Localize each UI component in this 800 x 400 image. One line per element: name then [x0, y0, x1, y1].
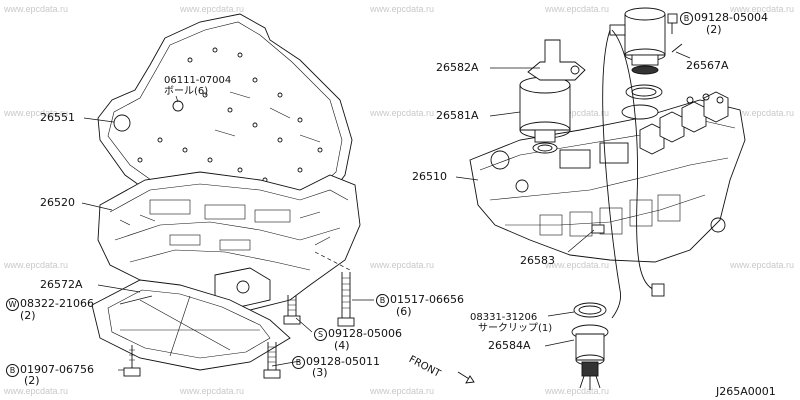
bolt-mark: B: [376, 294, 389, 307]
watermark: www.epcdata.ru: [370, 108, 435, 118]
label-26582A: 26582A: [436, 61, 479, 74]
label-26581A: 26581A: [436, 109, 479, 122]
bolt-mark: B: [6, 364, 19, 377]
bolt-09128-05004: [667, 13, 678, 34]
bolt-mark: B: [680, 12, 693, 25]
watermark: www.epcdata.ru: [370, 4, 435, 14]
label-26583: 26583: [520, 254, 555, 267]
watermark: www.epcdata.ru: [545, 4, 610, 14]
label-09128-05004-qty: (2): [706, 23, 722, 36]
watermark: www.epcdata.ru: [4, 260, 69, 270]
valve-body-26510: [469, 91, 746, 263]
label-26520: 26520: [40, 196, 75, 209]
label-26572A: 26572A: [40, 278, 83, 291]
watermark: www.epcdata.ru: [180, 386, 245, 396]
bolt-mark: B: [292, 356, 305, 369]
label-08322-qty: (2): [20, 309, 36, 322]
solenoid-26581A: [519, 76, 571, 154]
watermark: www.epcdata.ru: [730, 260, 795, 270]
watermark: www.epcdata.ru: [545, 386, 610, 396]
solenoid-26567A: [609, 7, 683, 100]
watermark: www.epcdata.ru: [370, 260, 435, 270]
watermark: www.epcdata.ru: [180, 4, 245, 14]
watermark: www.epcdata.ru: [730, 4, 795, 14]
label-08331-31206: 08331-31206: [470, 312, 538, 323]
wire-harness: [602, 29, 621, 319]
bolt-01517-06656: [337, 272, 355, 327]
separator-plate-26551: [97, 13, 353, 226]
bolt-01907-06756: [123, 345, 141, 377]
valve-body-26520: [97, 171, 361, 311]
watermark: www.epcdata.ru: [4, 4, 69, 14]
label-06111-sub: ボール(6): [164, 86, 209, 97]
lower-plate-26572A: [91, 279, 291, 371]
label-08331-sub: サークリップ(1): [478, 323, 553, 334]
label-06111-07004: 06111-07004: [164, 75, 232, 86]
label-01907-qty: (2): [24, 374, 40, 387]
label-01517-qty: (6): [396, 305, 412, 318]
label-26510: 26510: [412, 170, 447, 183]
watermark: www.epcdata.ru: [370, 386, 435, 396]
washer-mark: W: [6, 298, 19, 311]
label-26567A: 26567A: [686, 59, 729, 72]
watermark: www.epcdata.ru: [4, 108, 69, 118]
bracket-26582A: [527, 39, 586, 81]
watermark: www.epcdata.ru: [4, 386, 69, 396]
label-26584A: 26584A: [488, 339, 531, 352]
watermark: www.epcdata.ru: [545, 108, 610, 118]
watermark: www.epcdata.ru: [730, 108, 795, 118]
front-arrow: [457, 371, 475, 384]
bolt-09128-05006: [283, 295, 301, 325]
stud-mark: S: [314, 328, 327, 341]
label-26551: 26551: [40, 111, 75, 124]
label-09128-05006-qty: (4): [334, 339, 350, 352]
circlip-08331-31206: [573, 302, 607, 318]
watermark: www.epcdata.ru: [545, 260, 610, 270]
diagram-code: J265A0001: [716, 385, 776, 398]
label-09128-05011-qty: (3): [312, 366, 328, 379]
sensor-26583: [567, 224, 605, 253]
connector-26584A: [571, 324, 609, 390]
